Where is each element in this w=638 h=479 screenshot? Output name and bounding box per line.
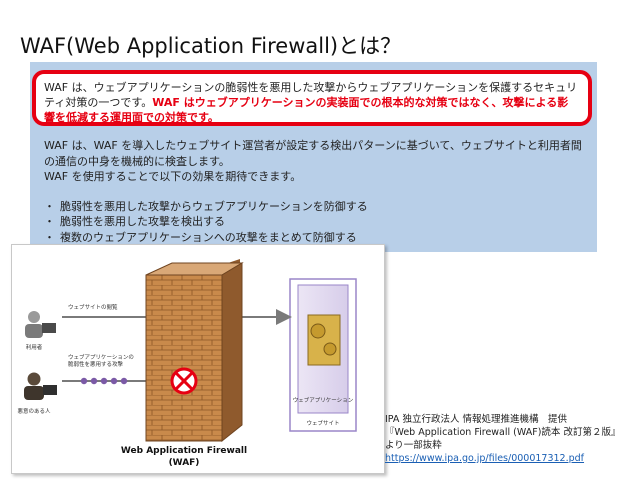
explanation-paragraph-2: WAF を使用することで以下の効果を期待できます。: [44, 170, 302, 183]
effect-text: 複数のウェブアプリケーションへの攻撃をまとめて防御する: [60, 230, 357, 244]
highlight-emphasis-text: WAF はウェブアプリケーションの実装面での根本的な対策ではなく、攻撃による影響…: [44, 96, 569, 124]
gear-icon: [307, 314, 341, 366]
effect-text: 脆弱性を悪用した攻撃を検出する: [60, 215, 225, 228]
citation-line-1: IPA 独立行政法人 情報処理推進機構 提供: [385, 414, 567, 425]
bullet-marker: ・: [44, 230, 55, 244]
attack-label-line-2: 脆弱性を悪用する攻撃: [68, 360, 124, 368]
waf-diagram: ウェブアプリケーション ウェブサイト ウェブサイトの閲覧 ウェブアプリケーション…: [11, 244, 385, 474]
website-box: ウェブアプリケーション ウェブサイト: [289, 278, 357, 432]
bullet-marker: ・: [44, 199, 55, 213]
malicious-packets-icon: [80, 377, 128, 385]
app-label: ウェブアプリケーション: [293, 396, 354, 404]
user-label: 利用者: [26, 343, 43, 351]
highlight-callout: WAF は、ウェブアプリケーションの脆弱性を悪用した攻撃からウェブアプリケーショ…: [32, 70, 592, 126]
explanation-paragraph-1: WAF は、WAF を導入したウェブサイト運営者が設定する検出パターンに基づいて…: [44, 139, 582, 168]
page-title: WAF(Web Application Firewall)とは？: [20, 34, 402, 58]
list-item: ・脆弱性を悪用した攻撃を検出する: [44, 214, 589, 230]
effects-list: ・脆弱性を悪用した攻撃からウェブアプリケーションを防御する ・脆弱性を悪用した攻…: [44, 199, 589, 246]
citation-line-3: より一部抜粋: [385, 440, 442, 451]
attacker-label: 悪意のある人: [17, 407, 51, 415]
citation-link[interactable]: https://www.ipa.go.jp/files/000017312.pd…: [385, 453, 585, 464]
explanation-body: WAF は、WAF を導入したウェブサイト運営者が設定する検出パターンに基づいて…: [44, 138, 589, 245]
list-item: ・脆弱性を悪用した攻撃からウェブアプリケーションを防御する: [44, 199, 589, 215]
attack-label-line-1: ウェブアプリケーションの: [68, 353, 134, 361]
effect-text: 脆弱性を悪用した攻撃からウェブアプリケーションを防御する: [60, 199, 368, 213]
waf-diagram-svg: ウェブアプリケーション ウェブサイト ウェブサイトの閲覧 ウェブアプリケーション…: [17, 259, 357, 468]
citation-line-2: 『Web Application Firewall (WAF)読本 改訂第２版』: [385, 427, 621, 438]
waf-label-line-1: Web Application Firewall: [121, 446, 247, 456]
list-item: ・複数のウェブアプリケーションへの攻撃をまとめて防御する: [44, 230, 589, 246]
bullet-marker: ・: [44, 215, 55, 228]
waf-label-line-2: (WAF): [169, 458, 200, 468]
site-label: ウェブサイト: [306, 419, 339, 427]
firewall-wall: [145, 259, 244, 443]
source-citation: IPA 独立行政法人 情報処理推進機構 提供 『Web Application …: [385, 413, 620, 465]
browse-label: ウェブサイトの閲覧: [68, 303, 118, 311]
highlight-text: WAF は、ウェブアプリケーションの脆弱性を悪用した攻撃からウェブアプリケーショ…: [44, 81, 578, 109]
user-icon: 利用者: [25, 311, 56, 351]
attacker-icon: 悪意のある人: [17, 372, 57, 415]
